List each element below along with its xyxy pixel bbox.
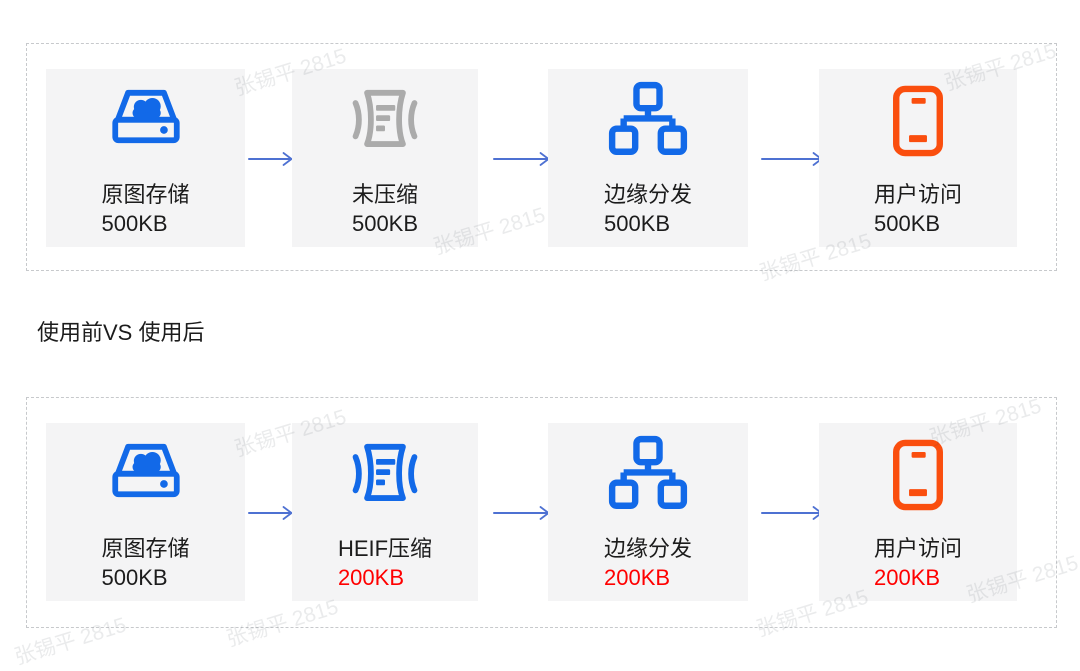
flow-step: 原图存储 500KB bbox=[46, 69, 245, 247]
flow-arrow-icon bbox=[248, 151, 293, 167]
step-label: 用户访问 bbox=[873, 536, 962, 561]
step-label: 用户访问 bbox=[873, 182, 962, 207]
flow-arrow-icon bbox=[248, 505, 293, 521]
step-label: 边缘分发 bbox=[603, 182, 692, 207]
step-label: 边缘分发 bbox=[603, 536, 692, 561]
step-text: 用户访问 200KB bbox=[819, 534, 1017, 592]
flow-step: 用户访问 200KB bbox=[819, 423, 1017, 601]
compress-icon bbox=[292, 71, 478, 171]
step-text: HEIF压缩 200KB bbox=[292, 534, 478, 592]
flow-arrow-icon bbox=[493, 505, 550, 521]
step-value: 500KB bbox=[603, 211, 671, 236]
step-label: 未压缩 bbox=[351, 182, 418, 207]
flow-arrow-icon bbox=[761, 151, 823, 167]
flow-arrow-icon bbox=[761, 505, 823, 521]
step-label: 原图存储 bbox=[101, 536, 190, 561]
step-value: 200KB bbox=[873, 565, 941, 590]
flow-before-container: 原图存储 500KB 未压缩 500KB 边缘分发 500KB bbox=[26, 43, 1057, 271]
step-label: 原图存储 bbox=[101, 182, 190, 207]
flow-arrow-icon bbox=[493, 151, 550, 167]
step-value: 500KB bbox=[351, 211, 419, 236]
step-label: HEIF压缩 bbox=[337, 536, 433, 561]
cloud-storage-icon bbox=[46, 71, 245, 171]
compress-icon bbox=[292, 425, 478, 525]
flow-step: HEIF压缩 200KB bbox=[292, 423, 478, 601]
flow-after-container: 原图存储 500KB HEIF压缩 200KB 边缘分发 200KB bbox=[26, 397, 1057, 628]
step-text: 边缘分发 200KB bbox=[548, 534, 748, 592]
step-text: 原图存储 500KB bbox=[46, 534, 245, 592]
edge-network-icon bbox=[548, 425, 748, 525]
step-value: 200KB bbox=[337, 565, 404, 590]
phone-icon bbox=[819, 71, 1017, 171]
step-text: 未压缩 500KB bbox=[292, 180, 478, 238]
step-text: 用户访问 500KB bbox=[819, 180, 1017, 238]
flow-step: 边缘分发 500KB bbox=[548, 69, 748, 247]
edge-network-icon bbox=[548, 71, 748, 171]
flow-step: 边缘分发 200KB bbox=[548, 423, 748, 601]
comparison-title: 使用前VS 使用后 bbox=[37, 320, 205, 345]
cloud-storage-icon bbox=[46, 425, 245, 525]
step-value: 500KB bbox=[101, 565, 168, 590]
step-value: 200KB bbox=[603, 565, 671, 590]
step-value: 500KB bbox=[101, 211, 168, 236]
flow-step: 未压缩 500KB bbox=[292, 69, 478, 247]
step-text: 原图存储 500KB bbox=[46, 180, 245, 238]
step-text: 边缘分发 500KB bbox=[548, 180, 748, 238]
flow-step: 原图存储 500KB bbox=[46, 423, 245, 601]
flow-step: 用户访问 500KB bbox=[819, 69, 1017, 247]
step-value: 500KB bbox=[873, 211, 941, 236]
phone-icon bbox=[819, 425, 1017, 525]
